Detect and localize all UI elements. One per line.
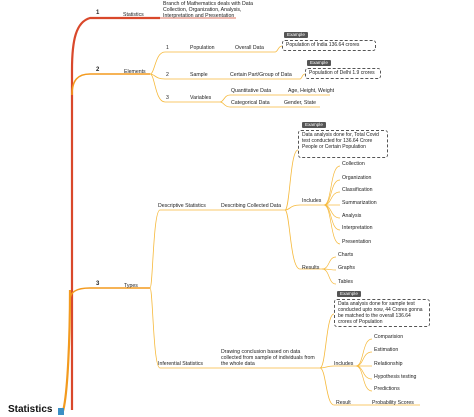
variables-quant-link bbox=[219, 94, 330, 103]
variables-number: 3 bbox=[166, 95, 169, 101]
population-example-tag: Example bbox=[284, 32, 308, 38]
inferential-result-link bbox=[319, 367, 420, 406]
include-presentation: Presentation bbox=[342, 239, 372, 245]
branch2-number: 2 bbox=[96, 67, 100, 73]
descriptive-includes-link bbox=[284, 204, 324, 211]
population-detail: Overall Data bbox=[235, 45, 264, 51]
include-organization: Organization bbox=[342, 175, 372, 181]
inferential-label: Inferential Statistics bbox=[158, 361, 203, 367]
sample-label: Sample bbox=[190, 72, 208, 78]
inferential-example-tag: Example bbox=[337, 291, 361, 297]
descriptive-includes-label: Includes bbox=[302, 198, 322, 204]
sample-example-box: Population of Delhi 1.9 crores bbox=[305, 68, 381, 79]
elements-sample-link bbox=[149, 73, 300, 80]
result-tables: Tables bbox=[338, 279, 353, 285]
descriptive-label: Descriptive Statistics bbox=[158, 203, 206, 209]
descriptive-example-link bbox=[284, 149, 299, 211]
sample-example-link bbox=[299, 73, 306, 80]
variables-label: Variables bbox=[190, 95, 212, 101]
inferential-includes-fan bbox=[355, 338, 373, 392]
sample-example-tag: Example bbox=[307, 60, 331, 66]
branch3-label: Types bbox=[124, 283, 138, 289]
inferential-example-box: Data analysis done for sample test condu… bbox=[334, 299, 430, 327]
branch1-label: Statistics bbox=[123, 12, 144, 18]
trunk-upper bbox=[70, 16, 160, 410]
quantitative-detail: Age, Height, Weight bbox=[288, 88, 335, 94]
inf-include-relationship: Relationship bbox=[374, 361, 403, 367]
inf-include-comparision: Comparision bbox=[374, 334, 404, 340]
inf-include-estimation: Estimation bbox=[374, 347, 399, 353]
inferential-includes-label: Includes bbox=[334, 361, 354, 367]
population-example-link bbox=[274, 45, 283, 53]
include-analysis: Analysis bbox=[342, 213, 362, 219]
descriptive-includes-fan bbox=[323, 165, 341, 245]
include-collection: Collection bbox=[342, 161, 365, 167]
root-title: Statistics bbox=[8, 404, 53, 415]
population-label: Population bbox=[190, 45, 215, 51]
types-descriptive-link bbox=[149, 209, 220, 289]
types-inferential-link bbox=[149, 287, 218, 369]
include-interpretation: Interpretation bbox=[342, 225, 373, 231]
inf-include-predictions: Predictions bbox=[374, 386, 400, 392]
descriptive-example-box: Data analysis done for, Total Covid test… bbox=[298, 130, 388, 158]
quantitative-label: Quantitative Data bbox=[231, 88, 272, 94]
inferential-includes-link bbox=[319, 365, 356, 369]
elements-population-link bbox=[149, 51, 275, 75]
categorical-label: Categorical Data bbox=[231, 100, 270, 106]
sample-detail: Certain Part/Group of Data bbox=[230, 72, 292, 78]
elements-variables-link bbox=[149, 73, 220, 103]
inf-include-hypothesis: Hypothesis testing bbox=[374, 374, 417, 380]
descriptive-detail: Describing Collected Data bbox=[221, 203, 281, 209]
inferential-result-label: Result bbox=[336, 400, 351, 406]
inferential-detail: Drawing conclusion based on data collect… bbox=[221, 349, 315, 367]
branch2-label: Elements bbox=[124, 69, 146, 75]
result-graphs: Graphs bbox=[338, 265, 356, 271]
include-classification: Classification bbox=[342, 187, 373, 193]
include-summarization: Summarization bbox=[342, 200, 377, 206]
categorical-detail: Gender, State bbox=[284, 100, 317, 106]
variables-cat-link bbox=[219, 101, 320, 108]
inferential-result: Probability Scores bbox=[372, 400, 414, 406]
descriptive-results-label: Results bbox=[302, 265, 320, 271]
branch2-link bbox=[71, 73, 150, 96]
trunk-lower bbox=[60, 289, 72, 415]
branch1-description: Branch of Mathematics deals with Data Co… bbox=[163, 1, 253, 19]
inferential-example-link bbox=[319, 313, 335, 369]
branch3-link bbox=[69, 287, 150, 301]
result-charts: Charts bbox=[338, 252, 354, 258]
population-number: 1 bbox=[166, 45, 169, 51]
descriptive-results-link bbox=[284, 209, 322, 270]
root-accent bbox=[58, 408, 64, 415]
descriptive-example-tag: Example bbox=[302, 122, 326, 128]
sample-number: 2 bbox=[166, 72, 169, 78]
descriptive-results-fan bbox=[321, 256, 337, 285]
branch1-number: 1 bbox=[96, 10, 100, 16]
population-example-box: Population of India 136.64 crores bbox=[282, 40, 376, 51]
branch3-number: 3 bbox=[96, 281, 100, 287]
